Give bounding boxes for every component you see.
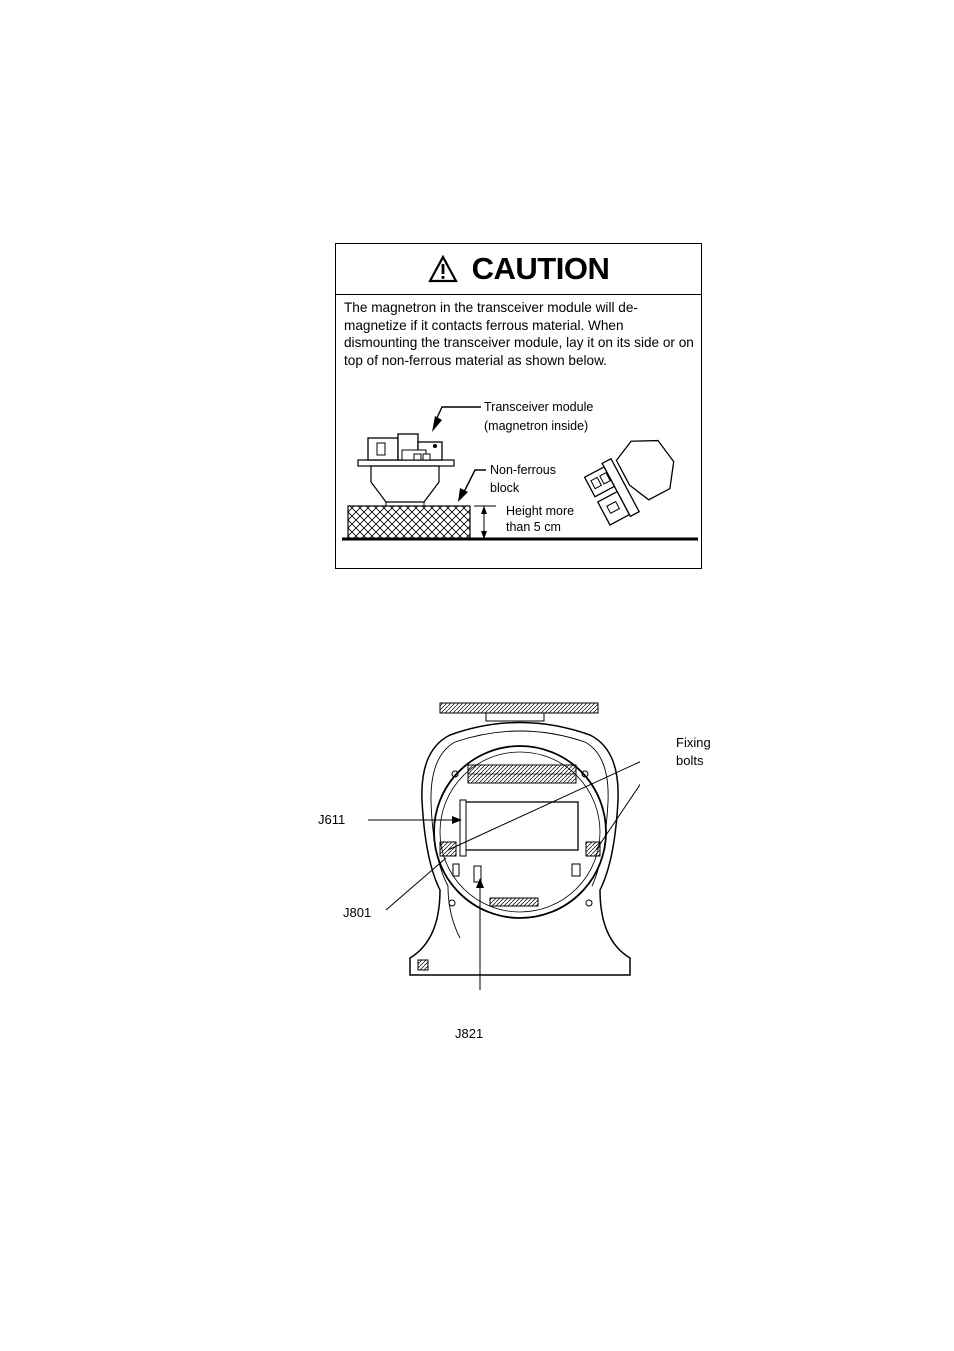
j611-label: J611 (318, 812, 346, 827)
fixing-bolts-label-2: bolts (676, 753, 704, 768)
j821-label: J821 (455, 1026, 484, 1041)
block-label-1: Non-ferrous (490, 463, 556, 477)
caution-header: CAUTION (336, 244, 701, 295)
height-label-2: than 5 cm (506, 520, 561, 534)
non-ferrous-block (347, 505, 471, 540)
caution-title: CAUTION (471, 251, 610, 286)
caution-text: The magnetron in the transceiver module … (344, 300, 694, 368)
height-label-1: Height more (506, 504, 575, 518)
transceiver-label-2: (magnetron inside) (484, 419, 589, 433)
transceiver-label-1: Transceiver module (484, 400, 594, 414)
caution-box: CAUTION The magnetron in the transceiver… (335, 243, 702, 569)
fixing-bolts-label-1: Fixing (676, 735, 711, 750)
transceiver-unit-diagram (368, 702, 640, 990)
caution-illustration (342, 406, 698, 541)
j801-label: J801 (343, 905, 372, 920)
block-label-2: block (490, 481, 520, 495)
warning-triangle-icon (427, 255, 458, 283)
